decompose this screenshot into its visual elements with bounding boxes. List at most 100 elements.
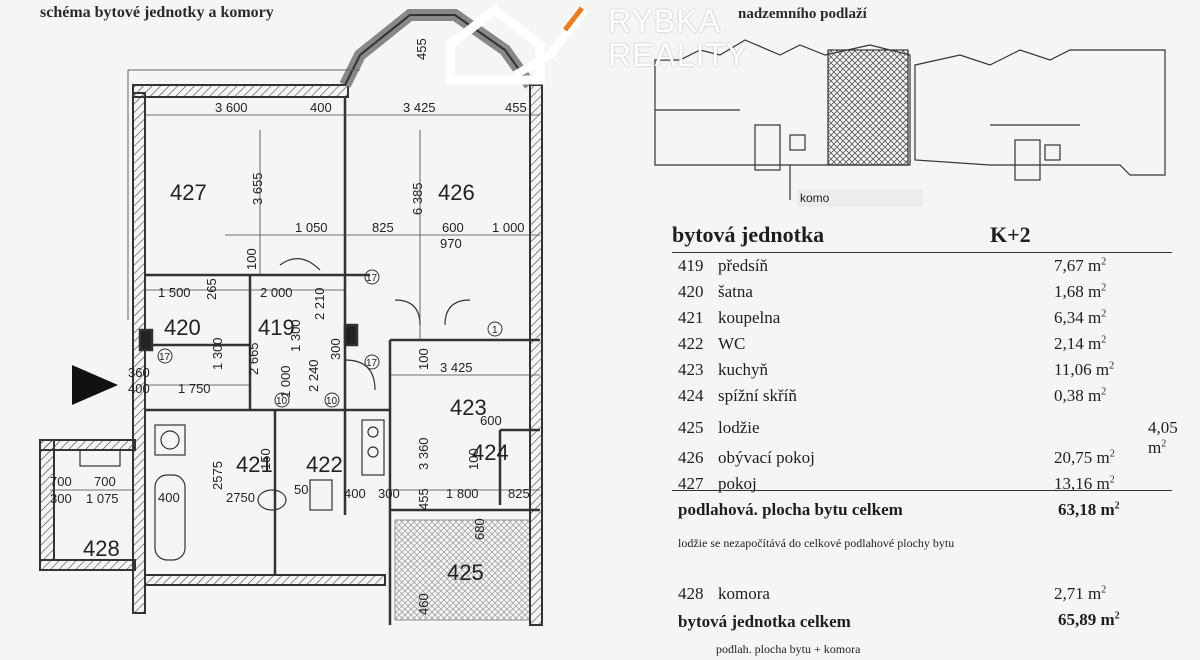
dimension-label: 3 600 (215, 100, 248, 115)
room-area: 2,71 m2 (1054, 584, 1107, 603)
brand-line-1: RYBKA (608, 3, 721, 39)
bathroom-fixtures (79, 258, 471, 561)
dimension-label: 100 (416, 348, 431, 370)
dimension-label: 100 (244, 248, 259, 270)
dimension-label: 360 (128, 365, 150, 380)
brand-name: RYBKA REALITY (608, 4, 748, 72)
storage-label: komo (798, 189, 922, 207)
room-area: 7,67 m2 (1054, 256, 1107, 275)
table-row: 426 obývací pokoj 20,75 m2 (672, 448, 1172, 470)
room-label: 424 (472, 440, 509, 465)
dimension-label: 300 (378, 486, 400, 501)
dimension-label: 300 (328, 338, 343, 360)
footer-note: podlah. plocha bytu + komora (716, 642, 861, 656)
company-logo (445, 4, 589, 85)
room-name: obývací pokoj (718, 448, 815, 467)
dimension-label: 1 800 (446, 486, 479, 501)
room-name: koupelna (718, 308, 781, 327)
dimension-label: 400 (310, 100, 332, 115)
unit-total-label: bytová jednotka celkem (678, 612, 851, 631)
detail-marker: 17 (366, 273, 378, 284)
loggia-note: lodžie se nezapočítává do celkové podlah… (678, 536, 955, 550)
floor-caption: nadzemního podlaží (738, 6, 867, 22)
room-number: 422 (678, 334, 704, 353)
room-name: pokoj (718, 474, 757, 493)
dimension-label: 970 (440, 236, 462, 251)
dimension-label: 300 (50, 491, 72, 506)
room-number: 421 (678, 308, 704, 327)
room-name: komora (718, 584, 770, 603)
room-number: 427 (678, 474, 704, 493)
detail-markers: 17 1 17 17 10 10 (157, 269, 503, 408)
dimension-label: 680 (472, 518, 487, 540)
room-labels: 427 426 420 419 423 424 421 422 425 428 (83, 180, 509, 585)
room-name: šatna (718, 282, 753, 301)
detail-marker: 17 (159, 352, 171, 363)
room-area: 6,34 m2 (1054, 308, 1107, 327)
table-row: 419 předsíň 7,67 m2 (672, 256, 1172, 278)
room-area: 4,05 m2 (1148, 418, 1178, 457)
table-title: bytová jednotka (672, 222, 825, 247)
interior-walls (138, 97, 540, 625)
dimension-label: 460 (416, 593, 431, 615)
detail-marker: 1 (492, 325, 498, 336)
room-number: 423 (678, 360, 704, 379)
room-number: 425 (678, 418, 704, 437)
dimension-label: 2750 (226, 490, 255, 505)
dimension-label: 3 360 (416, 437, 431, 470)
room-number: 424 (678, 386, 704, 405)
room-area: 0,38 m2 (1054, 386, 1107, 405)
dimension-label: 400 (128, 381, 150, 396)
room-area: 11,06 m2 (1054, 360, 1115, 379)
dimension-label: 2 665 (246, 342, 261, 375)
dimension-label: 825 (372, 220, 394, 235)
room-area: 20,75 m2 (1054, 448, 1115, 467)
room-area: 1,68 m2 (1054, 282, 1107, 301)
dimension-label: 2 210 (312, 287, 327, 320)
table-row: 421 koupelna 6,34 m2 (672, 308, 1172, 330)
room-name: WC (718, 334, 746, 353)
room-name: lodžie (718, 418, 760, 437)
room-area: 13,16 m2 (1054, 474, 1115, 493)
dimension-label: 100 (466, 448, 481, 470)
table-row: 424 spížní skříň 0,38 m2 (672, 386, 1172, 408)
dimension-label: 700 (94, 474, 116, 489)
detail-marker: 10 (276, 396, 288, 407)
room-label: 421 (236, 452, 273, 477)
room-label: 423 (450, 395, 487, 420)
room-number: 428 (678, 584, 704, 603)
unit-total-value: 65,89 m2 (1058, 610, 1120, 629)
unit-type: K+2 (990, 222, 1031, 247)
dimension-label: 455 (505, 100, 527, 115)
dimension-label: 3 425 (403, 100, 436, 115)
room-area: 2,14 m2 (1054, 334, 1107, 353)
dimension-label: 6 385 (410, 182, 425, 215)
dimension-label: 2 240 (306, 359, 321, 392)
room-label: 419 (258, 315, 295, 340)
table-row: 427 pokoj 13,16 m2 (672, 474, 1172, 496)
detail-marker: 17 (366, 358, 378, 369)
dimension-label: 1 300 (288, 319, 303, 352)
dimension-label: 1 500 (158, 285, 191, 300)
dimension-label: 1 750 (178, 381, 211, 396)
dimension-label: 1 300 (210, 337, 225, 370)
detail-marker: 10 (326, 396, 338, 407)
dimension-label: 2575 (210, 461, 225, 490)
room-label: 422 (306, 452, 343, 477)
plan-caption: schéma bytové jednotky a komory (40, 4, 274, 21)
room-number: 419 (678, 256, 704, 275)
table-header: bytová jednotka K+2 (672, 220, 1172, 253)
dimension-label: 3 425 (440, 360, 473, 375)
room-number: 420 (678, 282, 704, 301)
storage-row: 428 komora 2,71 m2 (672, 584, 1172, 606)
dimension-label: 400 (344, 486, 366, 501)
dimension-label: 1 000 (278, 365, 293, 398)
table-row: 422 WC 2,14 m2 (672, 334, 1172, 356)
room-name: předsíň (718, 256, 769, 275)
room-label: 425 (447, 560, 484, 585)
dimension-label: 265 (204, 278, 219, 300)
dimension-label: 400 (158, 490, 180, 505)
room-number: 426 (678, 448, 704, 467)
